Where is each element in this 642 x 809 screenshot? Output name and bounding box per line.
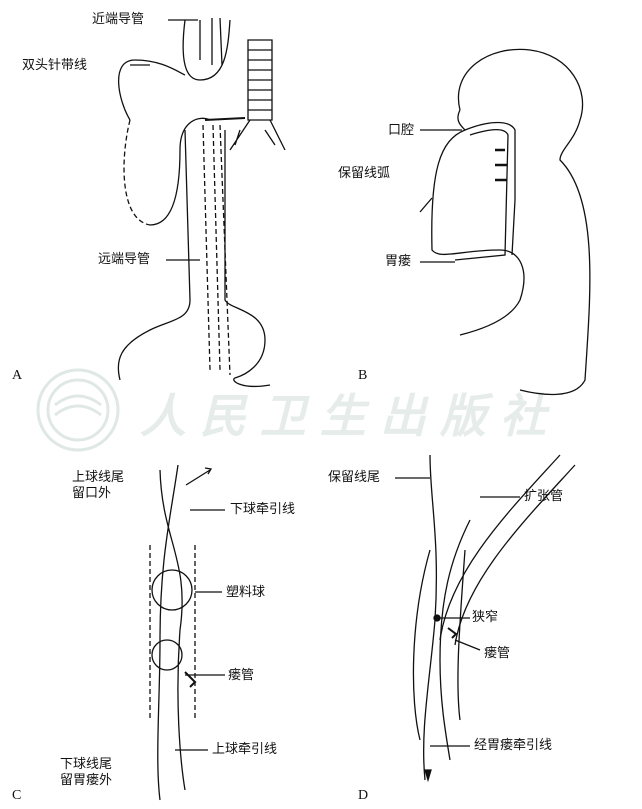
panel-b-drawing [419,48,591,396]
label-fistula-d: 瘘管 [484,646,511,661]
panel-a-drawing [117,17,286,387]
label-upper-ball-tail: 上球线尾留口外 [72,470,124,502]
label-upper-ball-traction: 上球牵引线 [212,742,278,757]
publisher-logo [36,368,120,452]
label-gastrostomy: 胃瘘 [385,254,412,269]
panel-letter-d: D [358,788,369,803]
label-line: 留口外 [72,486,112,501]
panel-letter-b: B [358,368,368,383]
label-plastic-ball: 塑料球 [226,585,266,600]
label-distal-catheter: 远端导管 [98,252,151,267]
label-retained-thread-arc: 保留线弧 [338,166,391,181]
label-dilator: 扩张管 [524,489,564,504]
label-oral-cavity: 口腔 [388,123,415,138]
panel-d-drawing [395,454,576,783]
label-line: 下球线尾 [60,757,113,772]
label-stricture: 狭窄 [472,610,499,625]
label-fistula-c: 瘘管 [228,668,255,683]
label-transgastric-traction: 经胃瘘牵引线 [474,738,553,753]
label-lower-ball-tail: 下球线尾留胃瘘外 [60,757,112,789]
label-retained-thread-tail: 保留线尾 [328,470,381,485]
label-line: 上球线尾 [72,470,125,485]
panel-c-drawing [149,464,225,801]
panel-letter-c: C [12,788,22,803]
panel-letter-a: A [12,368,23,383]
watermark: 人民卫生出版社 [140,389,560,443]
label-lower-ball-traction: 下球牵引线 [230,502,296,517]
label-line: 留胃瘘外 [60,773,113,788]
label-proximal-catheter: 近端导管 [92,12,145,27]
label-double-needle-thread: 双头针带线 [22,58,88,73]
